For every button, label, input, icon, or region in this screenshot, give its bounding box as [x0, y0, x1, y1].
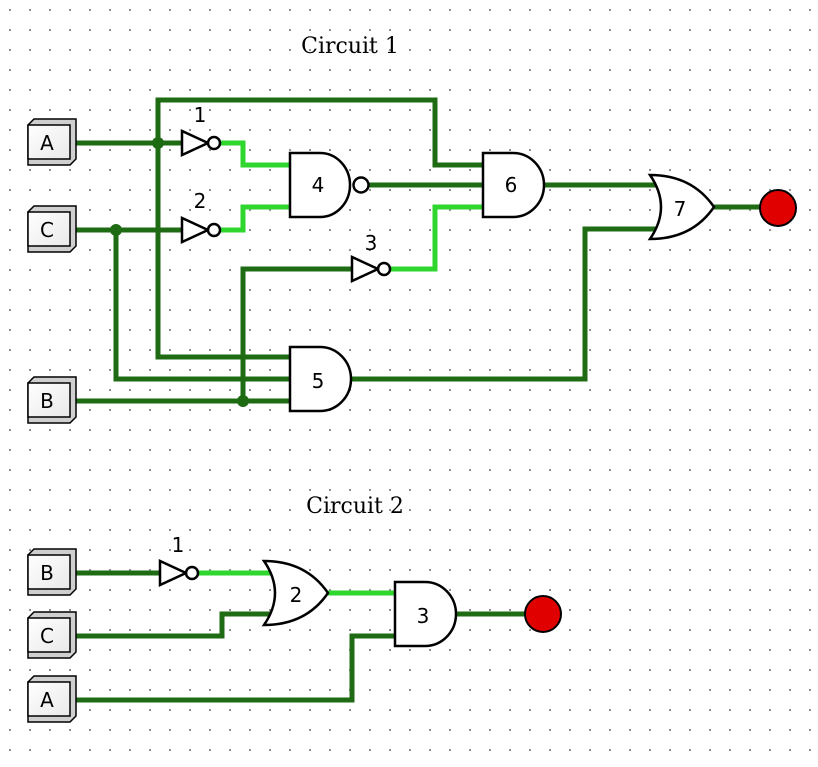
not-gate-2-label: 2 [194, 189, 207, 213]
circuit-1-title: Circuit 1 [301, 34, 399, 59]
wire-gate5-to-gate7 [349, 226, 658, 382]
input2-c-label: C [40, 624, 54, 648]
c2-and-gate-3[interactable]: 3 [393, 580, 458, 648]
circuit-1-wires [67, 97, 763, 407]
circuit-2-wires [67, 570, 528, 703]
input-b[interactable]: B [27, 376, 77, 424]
wire2-c-to-gate2 [67, 611, 273, 639]
wire2-a-to-gate3 [67, 633, 400, 703]
wire-not2-to-gate4 [219, 204, 293, 233]
c2-or-gate-2[interactable]: 2 [261, 559, 330, 627]
not-gate-1-label: 1 [194, 103, 207, 127]
wire-not3-to-gate6 [388, 204, 488, 272]
input2-b-label: B [40, 561, 54, 585]
not-gate-3-label: 3 [365, 231, 378, 255]
or-gate-7[interactable]: 7 [647, 173, 716, 241]
circuit-2: Circuit 2 B C A [27, 494, 562, 723]
and-gate-5-label: 5 [312, 369, 325, 393]
c2-or-gate-2-label: 2 [290, 583, 303, 607]
circuit-1: Circuit 1 [27, 34, 797, 424]
input2-c[interactable]: C [27, 611, 77, 659]
not-gate-2[interactable]: 2 [180, 189, 222, 244]
junction-b [237, 395, 249, 407]
input2-a-label: A [40, 688, 54, 712]
junction-a [152, 137, 164, 149]
c2-and-gate-3-label: 3 [417, 604, 430, 628]
not-gate-3[interactable]: 3 [350, 231, 392, 283]
and-gate-6[interactable]: 6 [481, 151, 546, 219]
input2-b[interactable]: B [27, 548, 77, 596]
and-gate-6-label: 6 [505, 173, 518, 197]
c2-not-gate-1-label: 1 [172, 533, 185, 557]
input-c-label: C [40, 218, 54, 242]
c2-not-gate-1[interactable]: 1 [158, 533, 200, 587]
input-a-label: A [40, 131, 54, 155]
wire-not1-to-gate4 [219, 140, 293, 168]
and-gate-5[interactable]: 5 [288, 345, 353, 413]
nand-gate-4-label: 4 [312, 173, 325, 197]
input-a[interactable]: A [27, 118, 77, 166]
or-gate-7-label: 7 [674, 197, 687, 221]
wire-b-to-not3 [240, 266, 355, 404]
input2-a[interactable]: A [27, 675, 77, 723]
input-c[interactable]: C [27, 205, 77, 253]
input-b-label: B [40, 389, 54, 413]
wire-a-to-gate5 [155, 140, 293, 360]
wire-a-to-gate6 [155, 97, 488, 168]
output-led-2 [524, 595, 562, 633]
circuit-2-title: Circuit 2 [306, 494, 404, 519]
wire-c-to-gate5 [113, 227, 293, 382]
nand-gate-4[interactable]: 4 [288, 151, 370, 219]
junction-c [110, 224, 122, 236]
not-gate-1[interactable]: 1 [180, 103, 222, 157]
output-led-1 [759, 189, 797, 227]
